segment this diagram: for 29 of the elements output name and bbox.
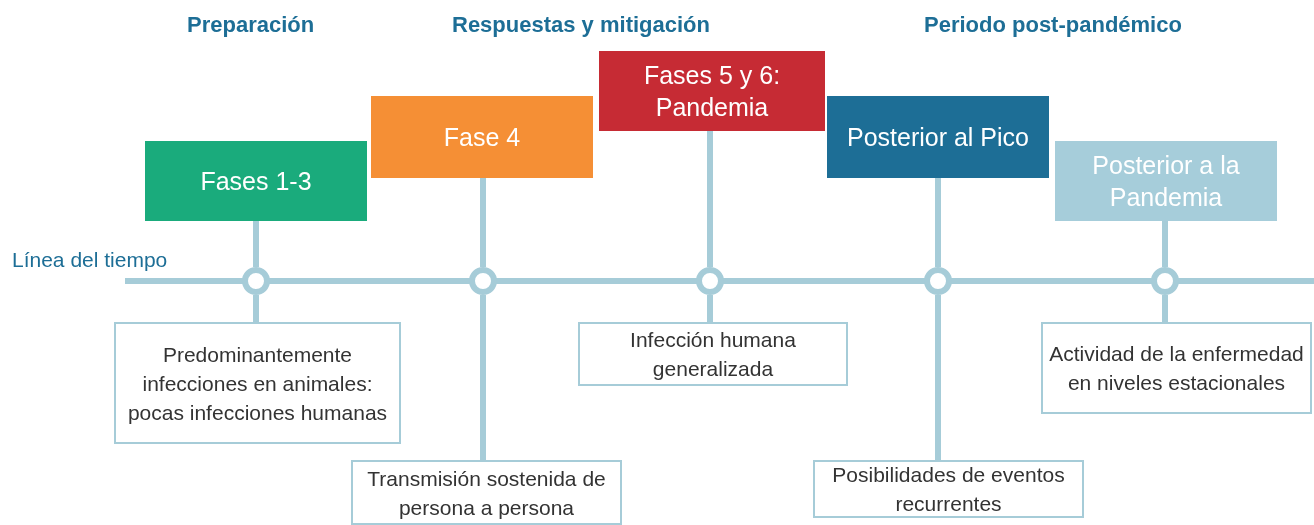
- description-box: Posibilidades de eventos recurrentes: [813, 460, 1084, 518]
- timeline-marker: [924, 267, 952, 295]
- connector-line: [707, 295, 713, 322]
- phase-box: Fases 1-3: [145, 141, 367, 221]
- phase-heading: Respuestas y mitigación: [452, 12, 710, 38]
- phase-heading: Periodo post-pandémico: [924, 12, 1182, 38]
- timeline-marker: [242, 267, 270, 295]
- timeline-label: Línea del tiempo: [12, 248, 168, 272]
- connector-line: [935, 295, 941, 460]
- connector-line: [707, 131, 713, 267]
- timeline-marker: [469, 267, 497, 295]
- description-box: Transmisión sostenida de persona a persona: [351, 460, 622, 525]
- phase-box: Posterior a la Pandemia: [1055, 141, 1277, 221]
- connector-line: [480, 178, 486, 267]
- connector-line: [480, 295, 486, 460]
- description-box: Actividad de la enfermedad en niveles estacionales: [1041, 322, 1312, 414]
- phase-box: Fases 5 y 6: Pandemia: [599, 51, 825, 131]
- phase-box: Posterior al Pico: [827, 96, 1049, 178]
- timeline-marker: [1151, 267, 1179, 295]
- description-box: Infección humana generalizada: [578, 322, 848, 386]
- timeline-marker: [696, 267, 724, 295]
- connector-line: [253, 221, 259, 267]
- connector-line: [935, 178, 941, 267]
- description-box: Predominantemente infecciones en animales: pocas infecciones humanas: [114, 322, 401, 444]
- connector-line: [1162, 221, 1168, 267]
- phase-heading: Preparación: [187, 12, 315, 38]
- connector-line: [1162, 295, 1168, 322]
- connector-line: [253, 295, 259, 322]
- phase-box: Fase 4: [371, 96, 593, 178]
